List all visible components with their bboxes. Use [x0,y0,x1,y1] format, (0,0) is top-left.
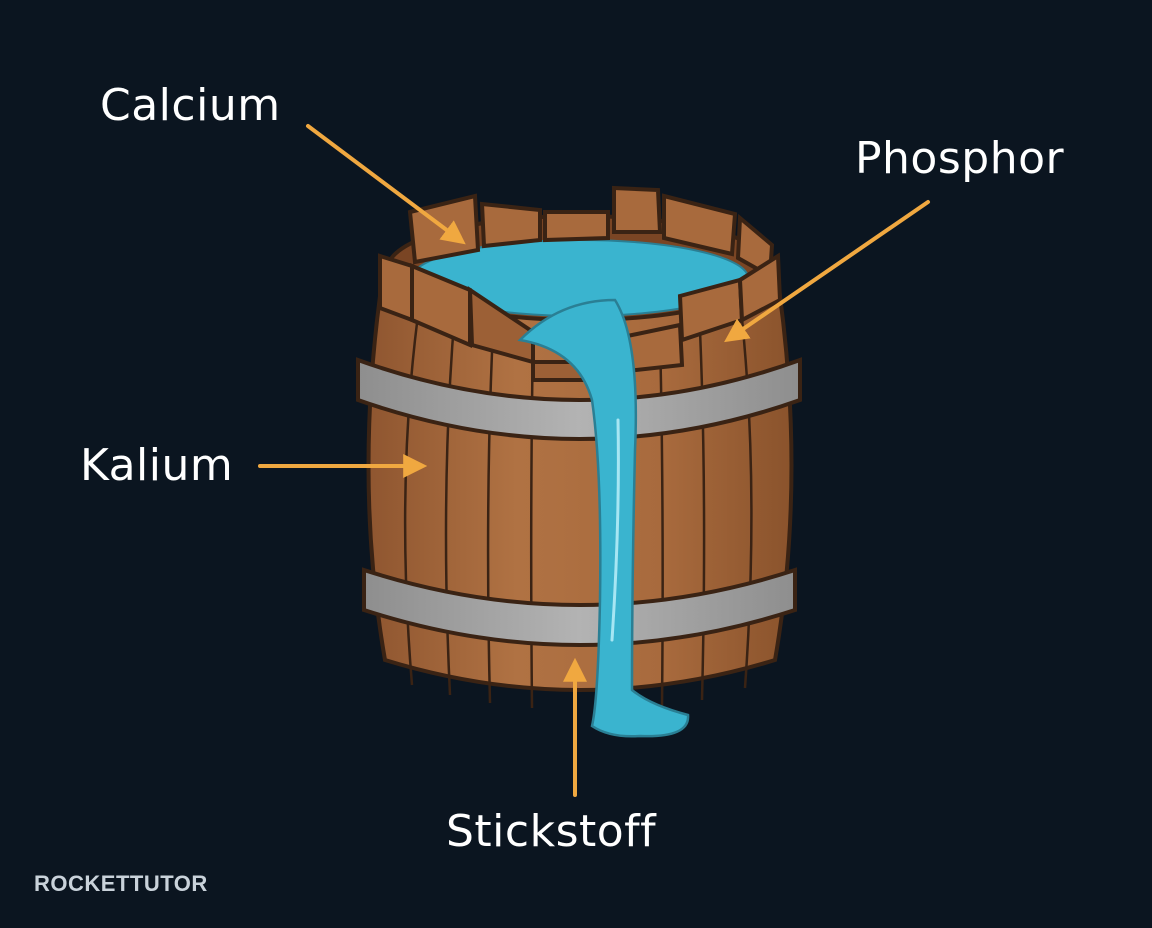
label-phosphor: Phosphor [855,133,1065,184]
brand-logo: ROCKETTUTOR [34,871,208,896]
arrow-calcium [306,124,466,245]
label-kalium: Kalium [80,440,234,491]
water-stream [517,298,690,738]
label-calcium: Calcium [100,80,281,131]
barrel-bands [356,357,802,647]
arrows [258,124,930,797]
arrow-phosphor [724,200,930,343]
label-stickstoff: Stickstoff [446,806,657,857]
stave-tops [378,185,783,382]
